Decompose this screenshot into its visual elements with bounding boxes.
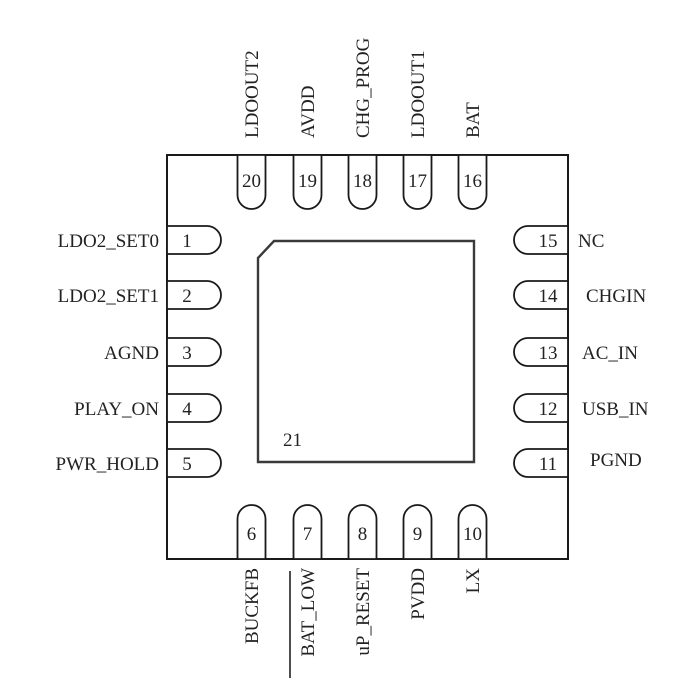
pin-11: 11 PGND	[513, 448, 642, 478]
pin-pad-shape	[236, 154, 267, 210]
pin-8: 8 uP_RESET	[347, 504, 378, 656]
pin-name: LDOOUT1	[408, 50, 429, 138]
pin-13: 13 AC_IN	[513, 337, 638, 367]
pin-number: 5	[182, 454, 192, 475]
pin-name: LDO2_SET1	[58, 286, 159, 307]
pins-right-side: 15 NC 14 CHGIN 13 AC_IN 12 USB_IN 11 PGND	[513, 225, 649, 478]
pin-number: 3	[182, 343, 192, 364]
pin-pad-shape	[347, 504, 378, 560]
exposed-pad: 21	[256, 239, 476, 464]
pin-pad-shape	[166, 280, 222, 310]
pin-17: 17 LDOOUT1	[402, 50, 433, 210]
pin-number: 11	[539, 454, 557, 475]
pin-number: 1	[182, 231, 192, 252]
pin-pad-shape	[292, 504, 323, 560]
pin-16: 16 BAT	[457, 102, 488, 210]
pin-number: 17	[408, 171, 427, 192]
pin-12: 12 USB_IN	[513, 393, 649, 423]
pin-name: LDOOUT2	[242, 50, 263, 138]
pin-pad-shape	[402, 154, 433, 210]
pin-pad-shape	[347, 154, 378, 210]
pin-14: 14 CHGIN	[513, 280, 646, 310]
exposed-pad-outline	[256, 239, 476, 464]
pin-name: LDO2_SET0	[58, 231, 159, 252]
pin-name: PGND	[590, 450, 642, 471]
pin-name: BUCKFB	[242, 568, 263, 644]
pin-number: 16	[463, 171, 482, 192]
pin-pad-shape	[513, 393, 569, 423]
pin-name: AVDD	[298, 86, 319, 138]
pin-name: CHG_PROG	[353, 37, 374, 138]
pin-number: 14	[539, 286, 559, 307]
pin-pad-shape	[166, 337, 222, 367]
pin-name: AC_IN	[582, 343, 638, 364]
pins-top-side: 20 LDOOUT2 19 AVDD 18 CHG_PROG 17 LDOOUT1 16 BAT	[236, 37, 488, 210]
pin-number: 10	[463, 524, 482, 545]
pin-name: uP_RESET	[353, 568, 374, 656]
pin-5: 5 PWR_HOLD	[56, 448, 222, 478]
pin-name: USB_IN	[582, 399, 649, 420]
pin-name: LX	[463, 568, 484, 594]
pin-pad-shape	[513, 225, 569, 255]
pin-number: 20	[242, 171, 261, 192]
pin-20: 20 LDOOUT2	[236, 50, 267, 210]
pin-number: 6	[247, 524, 257, 545]
pin-pad-shape	[166, 225, 222, 255]
pin-number: 19	[298, 171, 317, 192]
pin-number: 8	[358, 524, 368, 545]
pin-number: 2	[182, 286, 192, 307]
pin-name: BAT_LOW	[298, 568, 319, 657]
pin-number: 4	[182, 399, 192, 420]
pin-name: CHGIN	[586, 286, 646, 307]
pin-name: AGND	[104, 343, 159, 364]
pin-pad-shape	[457, 154, 488, 210]
pin-4: 4 PLAY_ON	[74, 393, 222, 423]
pin-pad-shape	[513, 448, 569, 478]
pin-pad-shape	[402, 504, 433, 560]
pin-19: 19 AVDD	[292, 86, 323, 210]
pin-number: 12	[539, 399, 558, 420]
pin-pad-shape	[166, 393, 222, 423]
pin-pad-shape	[513, 337, 569, 367]
pin-18: 18 CHG_PROG	[347, 37, 378, 210]
pin-pad-shape	[513, 280, 569, 310]
pin-15: 15 NC	[513, 225, 604, 255]
pin-2: 2 LDO2_SET1	[58, 280, 222, 310]
pin-number: 7	[303, 524, 313, 545]
pin-number: 9	[413, 524, 423, 545]
pin-number: 13	[539, 343, 558, 364]
pin-name: BAT	[463, 102, 484, 138]
pin-name: PLAY_ON	[74, 399, 159, 420]
pin-1: 1 LDO2_SET0	[58, 225, 222, 255]
pin-pad-shape	[166, 448, 222, 478]
pin-pad-shape	[236, 504, 267, 560]
pin-number: 15	[539, 231, 558, 252]
pin-name: PVDD	[408, 568, 429, 620]
pin-name: NC	[578, 231, 604, 252]
pin-3: 3 AGND	[104, 337, 222, 367]
pin-pad-shape	[457, 504, 488, 560]
pin-name: PWR_HOLD	[56, 454, 159, 475]
pin-number: 18	[353, 171, 372, 192]
pins-left-side: 1 LDO2_SET0 2 LDO2_SET1 3 AGND 4 PLAY_ON 5 PWR_HO…	[56, 225, 222, 478]
exposed-pad-number: 21	[283, 430, 302, 451]
pin-pad-shape	[292, 154, 323, 210]
